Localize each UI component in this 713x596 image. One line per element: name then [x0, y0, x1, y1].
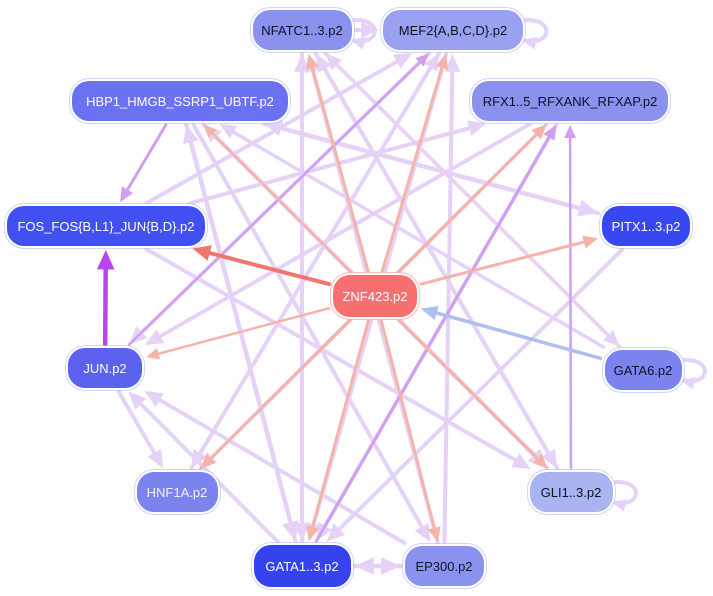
node-label: EP300.p2 — [415, 558, 473, 574]
node-label: JUN.p2 — [83, 360, 127, 376]
node-fos-fosb-junbd[interactable]: FOS_FOS{B,L1}_JUN{B,D}.p2 — [7, 206, 205, 246]
node-hbp1-hmgb-ssrp1-ubtf[interactable]: HBP1_HMGB_SSRP1_UBTF.p2 — [72, 81, 288, 121]
node-mef2[interactable]: MEF2{A,B,C,D}.p2 — [383, 10, 523, 50]
node-pitx1-3[interactable]: PITX1..3.p2 — [602, 206, 690, 246]
node-gli1-3[interactable]: GLI1..3.p2 — [529, 472, 613, 512]
node-znf423-center[interactable]: ZNF423.p2 — [333, 275, 417, 317]
node-label: FOS_FOS{B,L1}_JUN{B,D}.p2 — [17, 218, 195, 234]
node-nfatc1-3[interactable]: NFATC1..3.p2 — [252, 10, 352, 50]
node-label: GLI1..3.p2 — [540, 484, 602, 500]
node-gata1-3[interactable]: GATA1..3.p2 — [253, 545, 351, 587]
node-label: NFATC1..3.p2 — [261, 22, 343, 38]
node-label: MEF2{A,B,C,D}.p2 — [398, 22, 508, 38]
node-label: PITX1..3.p2 — [611, 218, 681, 234]
node-label: HNF1A.p2 — [146, 484, 208, 500]
node-ep300[interactable]: EP300.p2 — [404, 546, 484, 586]
node-label: GATA1..3.p2 — [265, 558, 339, 574]
node-rfx1-5-rfxank-rfxap[interactable]: RFX1..5_RFXANK_RFXAP.p2 — [472, 81, 668, 121]
node-label: GATA6.p2 — [613, 362, 673, 378]
node-label: ZNF423.p2 — [342, 288, 408, 304]
node-jun[interactable]: JUN.p2 — [68, 348, 142, 388]
node-label: RFX1..5_RFXANK_RFXAP.p2 — [482, 93, 658, 109]
node-hnf1a[interactable]: HNF1A.p2 — [136, 472, 218, 512]
node-gata6[interactable]: GATA6.p2 — [604, 350, 682, 390]
node-label: HBP1_HMGB_SSRP1_UBTF.p2 — [86, 93, 274, 109]
